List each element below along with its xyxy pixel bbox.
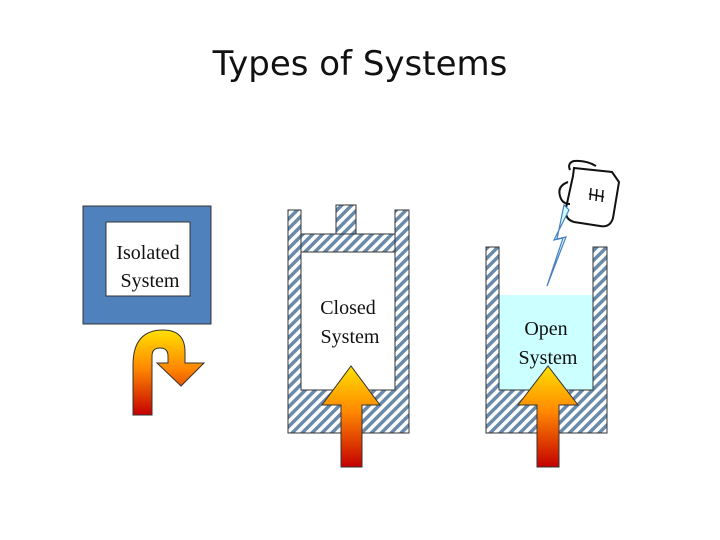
open-label-line2: System [519,347,578,369]
closed-system: Closed System [287,204,410,468]
closed-piston-rod [335,204,357,235]
isolated-label-line2: System [121,270,180,292]
closed-cylinder-wall [287,209,410,434]
open-heat-arrow-icon [516,365,580,468]
open-label-line1: Open [524,318,567,340]
pouring-beaker-icon [558,159,621,228]
closed-label-line1: Closed [320,297,376,319]
closed-heat-arrow-icon [321,365,381,468]
slide-title: Types of Systems [212,44,508,84]
u-turn-arrow-icon [132,329,206,416]
isolated-inner-box [105,221,191,297]
open-system: Open System [485,159,621,468]
closed-label-line2: System [321,326,380,348]
pouring-stream-icon [546,203,570,287]
isolated-label-line1: Isolated [116,242,179,264]
closed-piston-head [300,233,396,253]
isolated-system: Isolated System [82,205,212,416]
